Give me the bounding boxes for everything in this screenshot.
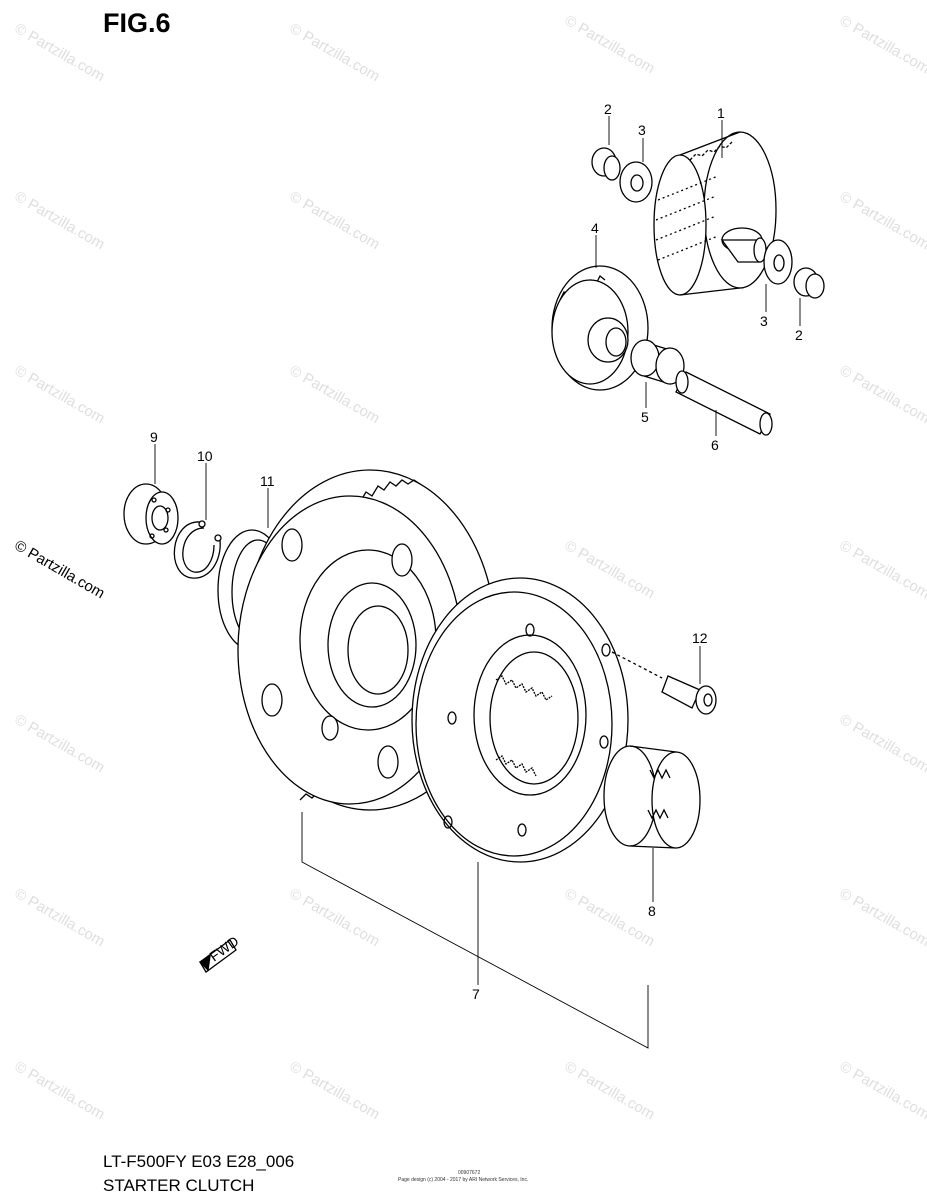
callout-10: 10 (197, 448, 213, 464)
part-7-clutch-housing (411, 577, 629, 863)
fwd-arrow-icon: FWD (198, 933, 242, 973)
leader-lines (154, 116, 801, 1049)
starter-driven-gear (237, 469, 497, 811)
part-9-bearing (123, 483, 179, 545)
part-2-bushing-upper (591, 147, 621, 181)
diagram-name: STARTER CLUTCH (103, 1176, 255, 1195)
part-2-bushing-lower (793, 267, 825, 299)
callout-7: 7 (472, 986, 480, 1002)
callout-2: 2 (604, 101, 612, 117)
fwd-label: FWD (206, 933, 241, 965)
part-4-idler-gear (551, 265, 649, 391)
callout-6: 6 (711, 437, 719, 453)
callout-5: 5 (641, 409, 649, 425)
credit-text: Page design (c) 2004 - 2017 by ARI Netwo… (398, 1177, 529, 1183)
figure-title: FIG.6 (103, 8, 171, 38)
callout-1: 1 (717, 105, 725, 121)
callout-3: 3 (638, 122, 646, 138)
part-12-bolt (611, 651, 717, 715)
part-6-shaft (675, 370, 773, 436)
part-3-washer-upper (619, 161, 653, 203)
callout-8: 8 (648, 903, 656, 919)
callout-9: 9 (150, 429, 158, 445)
callout-2: 2 (795, 327, 803, 343)
part-3-washer-lower (763, 239, 793, 285)
callout-4: 4 (591, 220, 599, 236)
credit-id: 00907672 (458, 1170, 481, 1176)
model-code: LT-F500FY E03 E28_006 (103, 1152, 295, 1171)
callout-11: 11 (260, 473, 275, 489)
part-10-circlip (173, 520, 222, 579)
callout-3: 3 (760, 313, 768, 329)
part-8-one-way-clutch (603, 745, 701, 849)
callout-numbers: 1 2 3 3 2 4 5 6 9 10 11 12 8 7 (150, 101, 803, 1002)
callout-12: 12 (692, 630, 708, 646)
part-1-gear-cluster (653, 131, 777, 296)
